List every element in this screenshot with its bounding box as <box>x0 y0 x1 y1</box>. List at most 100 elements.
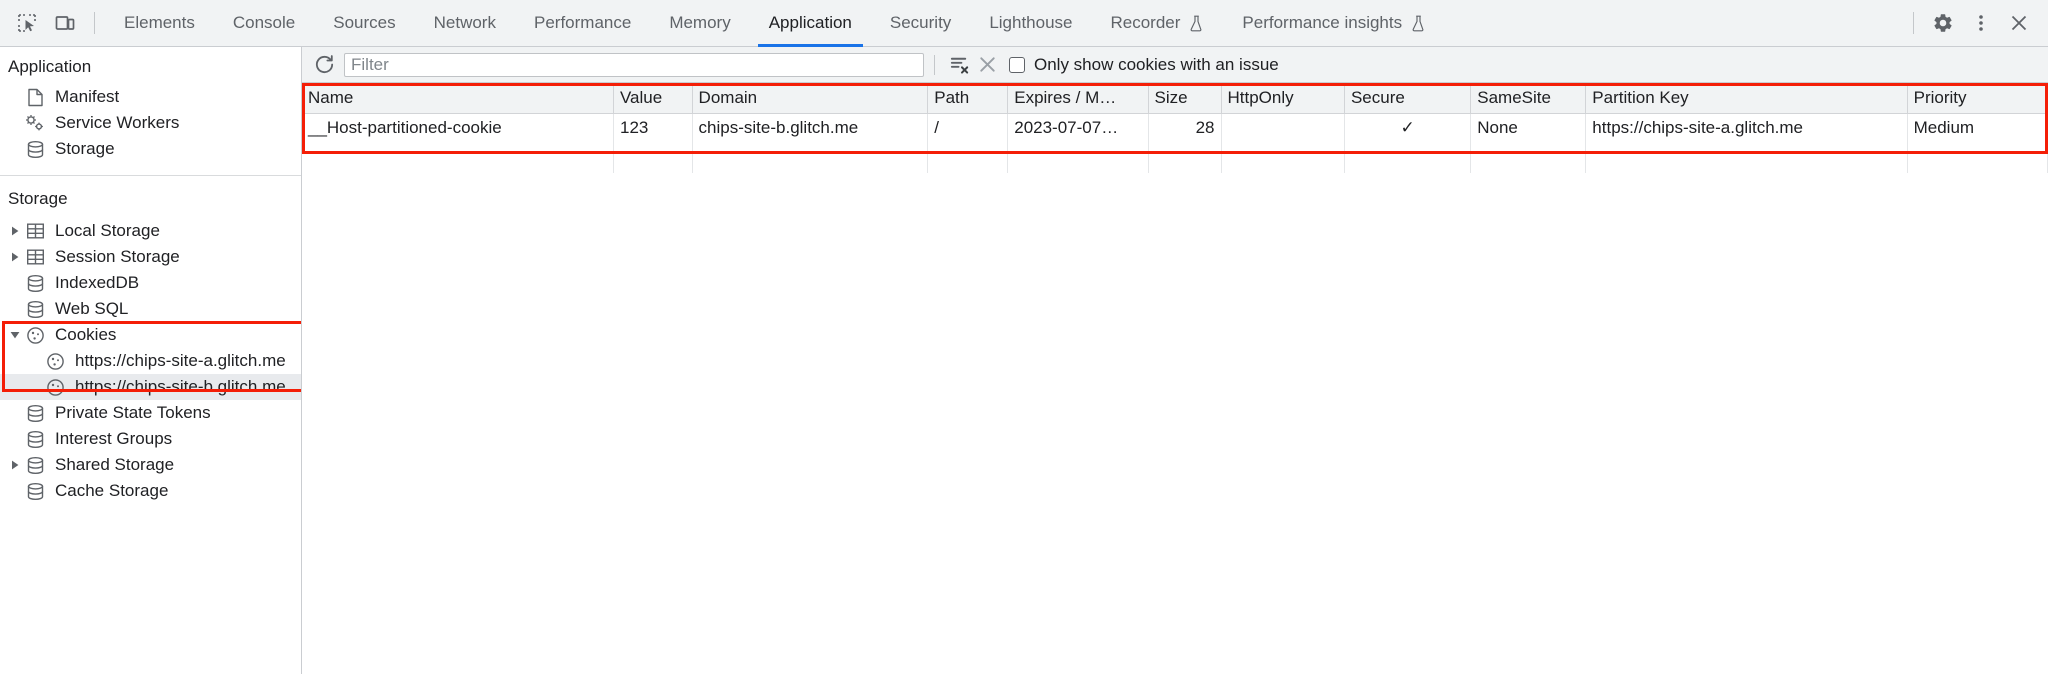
tab-label: Performance insights <box>1242 13 1403 32</box>
service-workers-gear-icon <box>24 114 46 133</box>
chevron-down-icon[interactable] <box>8 331 22 340</box>
table-row[interactable]: __Host-partitioned-cookie 123 chips-site… <box>302 113 2048 143</box>
gear-icon[interactable] <box>1924 4 1962 42</box>
tab-application[interactable]: Application <box>750 0 871 47</box>
chevron-right-icon[interactable] <box>8 252 22 262</box>
sidebar-item-web-sql[interactable]: Web SQL <box>0 296 301 322</box>
sidebar-item-label: Cookies <box>55 325 117 344</box>
sidebar-item-indexeddb[interactable]: IndexedDB <box>0 270 301 296</box>
cell-httponly <box>1221 113 1345 143</box>
cell-domain: chips-site-b.glitch.me <box>692 113 929 143</box>
sidebar-item-label: Manifest <box>55 87 120 106</box>
sidebar-item-label: https://chips-site-a.glitch.me <box>75 351 286 370</box>
filler-cell <box>1344 143 1472 173</box>
sidebar-item-cookies[interactable]: Cookies <box>0 322 301 348</box>
database-icon <box>24 482 46 501</box>
column-header-samesite[interactable]: SameSite <box>1470 83 1587 114</box>
inspect-element-icon[interactable] <box>8 4 46 42</box>
filter-divider <box>934 54 935 75</box>
panel-tabs: Elements Console Sources Network Perform… <box>105 0 1903 47</box>
cell-value: 123 <box>613 113 693 143</box>
tab-sources[interactable]: Sources <box>314 0 414 47</box>
chevron-right-icon[interactable] <box>8 460 22 470</box>
filler-cell <box>613 143 693 173</box>
sidebar-item-cookies-chips-site-b[interactable]: https://chips-site-b.glitch.me <box>0 374 301 400</box>
tab-label: Performance <box>533 13 632 32</box>
clear-all-cookies-icon[interactable] <box>945 51 973 79</box>
filler-cell <box>302 143 614 173</box>
tab-label: Application <box>768 13 852 32</box>
sidebar-item-label: Cache Storage <box>55 481 169 500</box>
sidebar-item-label: Storage <box>55 139 115 158</box>
cookies-table-container: Name Value Domain Path Expires / M… Size… <box>302 83 2048 674</box>
column-header-httponly[interactable]: HttpOnly <box>1221 83 1345 114</box>
tab-security[interactable]: Security <box>871 0 970 47</box>
tab-recorder[interactable]: Recorder <box>1092 0 1224 47</box>
sidebar-item-manifest[interactable]: Manifest <box>0 84 301 110</box>
database-icon <box>24 430 46 449</box>
cell-expires: 2023-07-07… <box>1007 113 1149 143</box>
cell-samesite: None <box>1470 113 1587 143</box>
column-header-name[interactable]: Name <box>302 83 614 114</box>
sidebar-item-storage[interactable]: Storage <box>0 136 301 162</box>
filler-cell <box>1470 143 1587 173</box>
tab-memory[interactable]: Memory <box>650 0 749 47</box>
sidebar-item-shared-storage[interactable]: Shared Storage <box>0 452 301 478</box>
only-issues-checkbox[interactable] <box>1009 56 1025 73</box>
sidebar-item-interest-groups[interactable]: Interest Groups <box>0 426 301 452</box>
filler-cell <box>927 143 1009 173</box>
close-icon[interactable] <box>2000 4 2038 42</box>
sidebar-item-label: Local Storage <box>55 221 160 240</box>
column-header-expires[interactable]: Expires / M… <box>1007 83 1149 114</box>
cookies-table: Name Value Domain Path Expires / M… Size… <box>302 83 2048 173</box>
database-icon <box>24 456 46 475</box>
chevron-right-icon[interactable] <box>8 226 22 236</box>
clear-filtered-icon[interactable] <box>973 51 1001 79</box>
sidebar-item-service-workers[interactable]: Service Workers <box>0 110 301 136</box>
cookies-table-header: Name Value Domain Path Expires / M… Size… <box>302 83 2048 114</box>
table-header-row: Name Value Domain Path Expires / M… Size… <box>302 83 2048 114</box>
only-issues-checkbox-group[interactable]: Only show cookies with an issue <box>1009 55 1279 75</box>
sidebar-divider <box>0 175 301 176</box>
sidebar-section-application-title: Application <box>8 57 92 76</box>
tab-network[interactable]: Network <box>415 0 515 47</box>
tab-label: Sources <box>333 13 396 32</box>
more-vertical-icon[interactable] <box>1962 4 2000 42</box>
tab-lighthouse[interactable]: Lighthouse <box>970 0 1091 47</box>
tab-console[interactable]: Console <box>214 0 314 47</box>
sidebar-item-cookies-chips-site-a[interactable]: https://chips-site-a.glitch.me <box>0 348 301 374</box>
cell-name: __Host-partitioned-cookie <box>302 113 614 143</box>
column-header-secure[interactable]: Secure <box>1344 83 1472 114</box>
tab-label: Security <box>889 13 952 32</box>
tab-performance[interactable]: Performance <box>515 0 650 47</box>
tab-label: Memory <box>669 13 731 32</box>
sidebar-section-storage-title: Storage <box>8 189 68 208</box>
database-icon <box>24 140 46 159</box>
tab-elements[interactable]: Elements <box>105 0 214 47</box>
column-header-path[interactable]: Path <box>927 83 1009 114</box>
column-header-partition-key[interactable]: Partition Key <box>1585 83 1908 114</box>
sidebar-item-cache-storage[interactable]: Cache Storage <box>0 478 301 504</box>
tab-performance-insights[interactable]: Performance insights <box>1223 0 1445 47</box>
refresh-icon[interactable] <box>310 51 338 79</box>
manifest-file-icon <box>24 88 46 107</box>
cookie-icon <box>24 326 46 345</box>
sidebar-item-label: Private State Tokens <box>55 403 211 422</box>
column-header-domain[interactable]: Domain <box>692 83 929 114</box>
cookie-icon <box>44 378 66 397</box>
sidebar-item-session-storage[interactable]: Session Storage <box>0 244 301 270</box>
only-issues-label: Only show cookies with an issue <box>1034 54 1279 74</box>
sidebar-item-label: Interest Groups <box>55 429 173 448</box>
filler-cell <box>692 143 929 173</box>
filler-cell <box>1585 143 1908 173</box>
sidebar-item-local-storage[interactable]: Local Storage <box>0 218 301 244</box>
table-grid-icon <box>24 248 46 266</box>
search-input[interactable] <box>344 52 924 77</box>
table-empty-filler <box>302 143 2048 173</box>
column-header-value[interactable]: Value <box>613 83 693 114</box>
column-header-size[interactable]: Size <box>1148 83 1222 114</box>
sidebar-item-label: Session Storage <box>55 247 180 266</box>
column-header-priority[interactable]: Priority <box>1907 83 2048 114</box>
device-toolbar-icon[interactable] <box>46 4 84 42</box>
sidebar-item-private-state-tokens[interactable]: Private State Tokens <box>0 400 301 426</box>
